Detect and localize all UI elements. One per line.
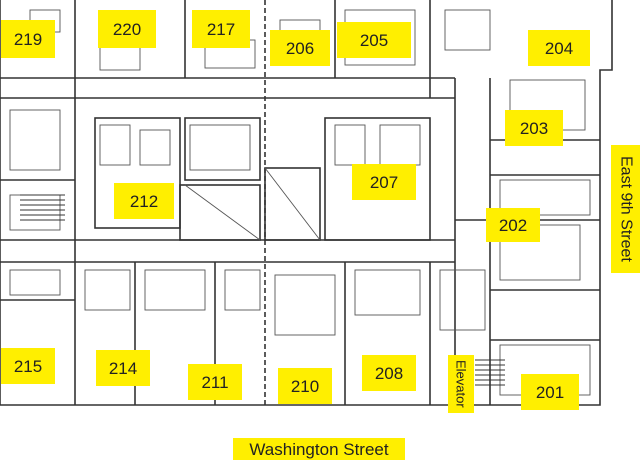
room-details xyxy=(9,9,591,396)
unit-label: 202 xyxy=(486,208,540,242)
unit-label: 201 xyxy=(521,374,579,410)
unit-label: 220 xyxy=(98,10,156,48)
unit-label: 206 xyxy=(270,30,330,66)
unit-label: 211 xyxy=(188,364,242,400)
street-label-south: Washington Street xyxy=(233,438,405,460)
unit-label: 212 xyxy=(114,183,174,219)
unit-label: 215 xyxy=(1,348,55,384)
unit-label: 204 xyxy=(528,30,590,66)
unit-label: 207 xyxy=(352,164,416,200)
elevator-label: Elevator xyxy=(448,355,474,413)
unit-label: 217 xyxy=(192,10,250,48)
unit-label: 208 xyxy=(362,355,416,391)
unit-label: 214 xyxy=(96,350,150,386)
unit-label: 210 xyxy=(278,368,332,404)
street-label-east: East 9th Street xyxy=(611,145,640,273)
unit-label: 219 xyxy=(1,20,55,58)
unit-label: 203 xyxy=(505,110,563,146)
unit-label: 205 xyxy=(337,22,411,58)
